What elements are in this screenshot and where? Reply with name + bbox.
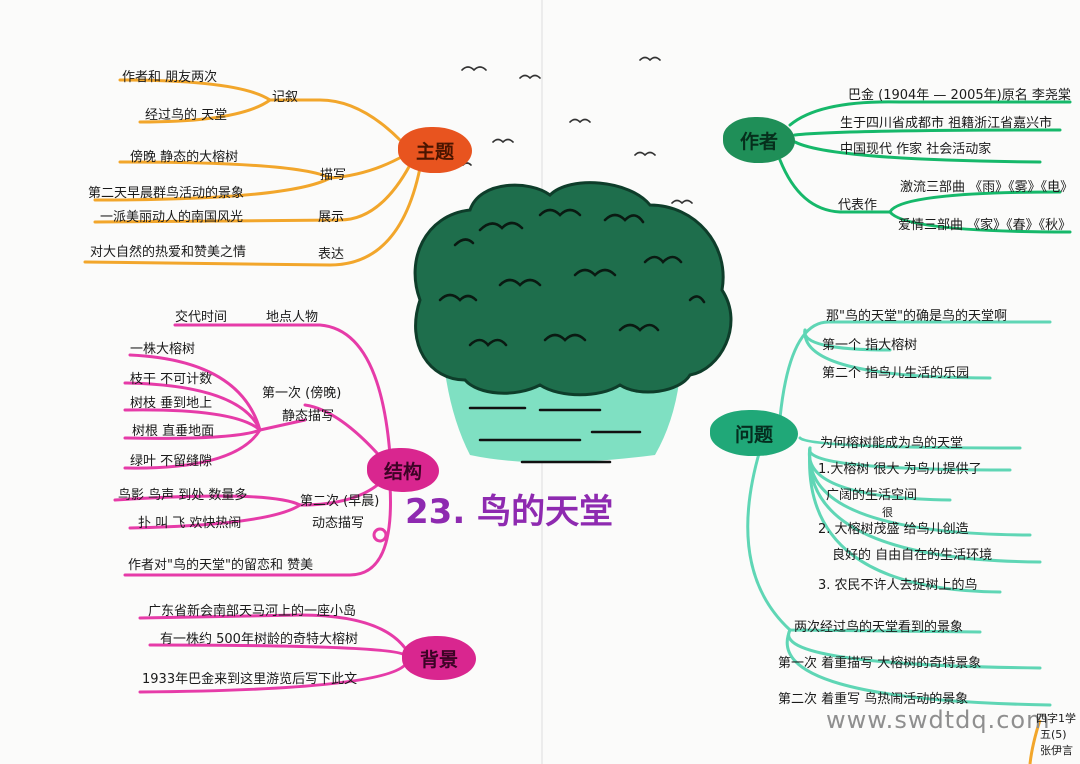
structure-second-label-1: 第二次 (早晨)	[300, 494, 380, 509]
theme-describe-item-1: 傍晚 静态的大榕树	[130, 150, 239, 165]
question-2-item-1: 1.大榕树 很大 为鸟儿提供了	[818, 462, 982, 477]
theme-record-label: 记叙	[272, 90, 299, 105]
theme-describe-label: 描写	[320, 168, 347, 183]
author-work-1: 激流三部曲 《雨》《雾》《电》	[900, 180, 1074, 195]
theme-show-item: 一派美丽动人的南国风光	[100, 210, 244, 225]
question-2-item-4: 良好的 自由自在的生活环境	[832, 548, 993, 563]
theme-branches	[83, 78, 422, 267]
structure-first-label-1: 第一次 (傍晚)	[262, 386, 342, 401]
author-bio-3: 中国现代 作家 社会活动家	[840, 142, 992, 157]
hub-background: 背景	[402, 636, 476, 680]
theme-show-label: 展示	[318, 210, 345, 225]
question-1-item-2: 第二个 指鸟儿生活的乐园	[822, 366, 970, 381]
structure-second-item-2: 扑 叫 飞 欢快热闹	[138, 516, 242, 531]
question-2-item-2: 广阔的生活空间	[826, 488, 918, 503]
bird-doodles	[454, 56, 693, 205]
question-branches	[746, 320, 1052, 707]
signature-bracket	[1028, 719, 1042, 764]
structure-top-time: 交代时间	[175, 310, 228, 325]
structure-first-item-4: 树根 直垂地面	[132, 424, 215, 439]
author-works-label: 代表作	[838, 198, 878, 213]
author-bio-1: 巴金 (1904年 — 2005年)原名 李尧棠	[848, 88, 1071, 103]
structure-branches	[113, 323, 392, 577]
question-1-item-1: 第一个 指大榕树	[822, 338, 918, 353]
structure-first-item-1: 一株大榕树	[130, 342, 196, 357]
structure-second-label-2: 动态描写	[312, 516, 365, 531]
theme-express-item: 对大自然的热爱和赞美之情	[90, 245, 247, 260]
theme-record-item-2: 经过鸟的 天堂	[145, 108, 228, 123]
structure-top-place: 地点人物	[266, 310, 319, 325]
question-2-item-3: 2. 大榕树茂盛 给鸟儿创造	[818, 522, 969, 537]
hub-theme: 主题	[398, 127, 472, 173]
structure-bottom: 作者对"鸟的天堂"的留恋和 赞美	[128, 558, 314, 573]
question-2-item-5: 3. 农民不许人去捉树上的鸟	[818, 578, 978, 593]
hub-author: 作者	[723, 117, 795, 163]
theme-record-item-1: 作者和 朋友两次	[122, 70, 218, 85]
author-bio-2: 生于四川省成都市 祖籍浙江省嘉兴市	[840, 116, 1053, 131]
background-item-3: 1933年巴金来到这里游览后写下此文	[142, 672, 358, 687]
question-2: 为何榕树能成为鸟的天堂	[820, 436, 964, 451]
structure-first-label-2: 静态描写	[282, 409, 335, 424]
theme-describe-item-2: 第二天早晨群鸟活动的景象	[88, 186, 245, 201]
page-title: 23. 鸟的天堂	[405, 492, 614, 532]
background-item-1: 广东省新会南部天马河上的一座小岛	[148, 604, 357, 619]
tree-canopy	[413, 181, 733, 397]
question-3: 两次经过鸟的天堂看到的景象	[794, 620, 964, 635]
structure-first-item-2: 枝干 不可计数	[130, 372, 213, 387]
watermark: www.swdtdq.com	[826, 706, 1051, 734]
hub-structure: 结构	[367, 448, 439, 492]
structure-first-item-3: 树枝 垂到地上	[130, 396, 213, 411]
question-3-item-2: 第二次 着重写 鸟热闹活动的景象	[778, 692, 969, 707]
signature-line-3: 张伊言	[1040, 744, 1073, 757]
question-3-item-1: 第一次 着重描写 大榕树的奇特景象	[778, 656, 982, 671]
hub-question: 问题	[710, 410, 798, 456]
background-item-2: 有一株约 500年树龄的奇特大榕树	[160, 632, 358, 647]
question-2-insert: 很	[882, 506, 893, 519]
structure-first-item-5: 绿叶 不留缝隙	[130, 454, 213, 469]
author-work-2: 爱情三部曲 《家》《春》《秋》	[898, 218, 1072, 233]
signature-line-1: 四字1学	[1036, 712, 1076, 725]
question-1: 那"鸟的天堂"的确是鸟的天堂啊	[826, 309, 1007, 324]
structure-second-item-1: 鸟影 鸟声 到处 数量多	[118, 488, 248, 503]
background-branches	[138, 613, 407, 694]
theme-express-label: 表达	[318, 247, 345, 262]
author-branches	[778, 100, 1072, 234]
signature-line-2: 五(5)	[1040, 728, 1067, 741]
